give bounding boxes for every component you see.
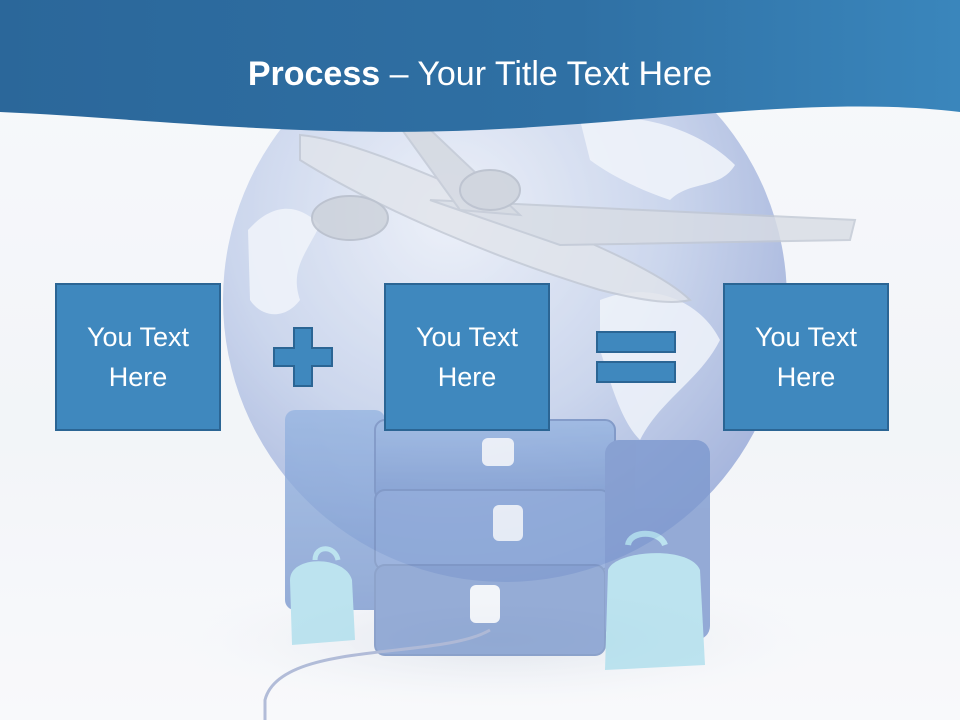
airplane-icon [299,119,857,303]
continent-shape [248,208,320,315]
process-box-3[interactable]: You Text Here [723,283,889,431]
process-box-label: You Text Here [86,322,190,392]
continent-shape [580,117,735,200]
equals-icon [596,331,676,383]
title-rest: – Your Title Text Here [380,55,713,93]
process-box-1[interactable]: You Text Here [55,283,221,431]
process-box-2[interactable]: You Text Here [384,283,550,431]
plus-icon [273,327,333,387]
slide-title[interactable]: Process – Your Title Text Here [0,52,960,96]
title-bold: Process [247,55,381,93]
process-box-label: You Text Here [754,322,858,392]
luggage-illustration [263,410,710,720]
process-box-label: You Text Here [415,322,519,392]
header-band [0,0,960,132]
